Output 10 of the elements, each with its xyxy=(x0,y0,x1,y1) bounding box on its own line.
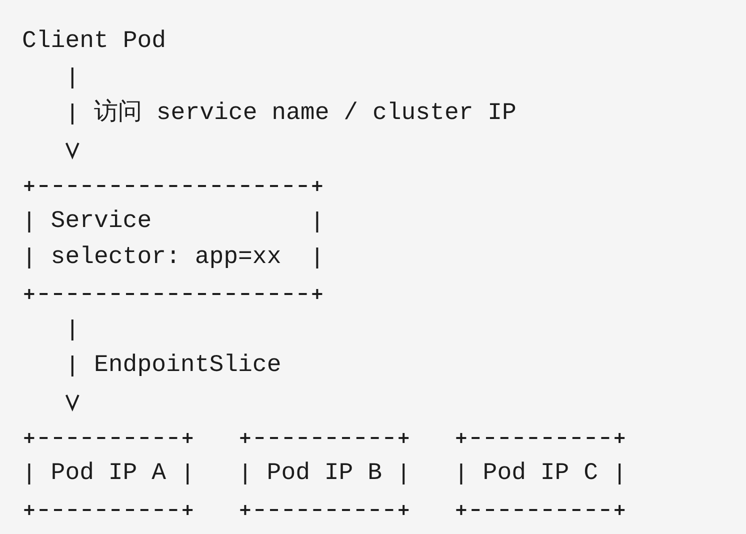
node-label: Client Pod xyxy=(22,27,166,57)
pod-box xyxy=(238,431,411,517)
box-label: Pod IP A xyxy=(50,459,166,489)
box-text: selector: app=xx xyxy=(50,243,282,273)
pod-box xyxy=(454,431,627,517)
service-box xyxy=(22,179,324,301)
box-label: Pod IP C xyxy=(482,459,598,489)
box-label: Pod IP B xyxy=(266,459,382,489)
pod-box xyxy=(22,431,195,517)
box-heading: Service xyxy=(50,207,152,237)
